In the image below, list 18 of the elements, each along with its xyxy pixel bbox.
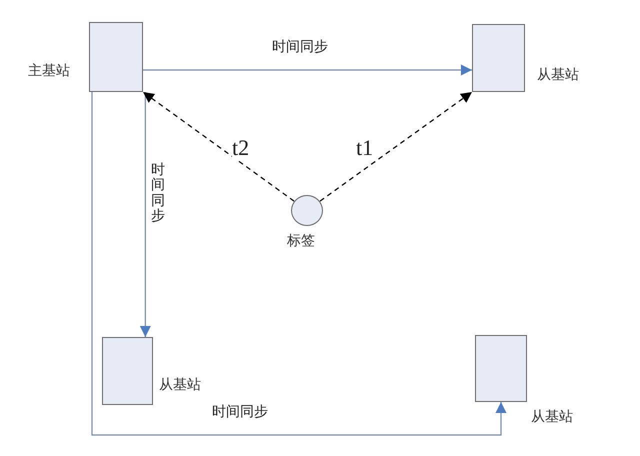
- node-caption: 标签: [287, 232, 315, 250]
- arrow: [143, 64, 472, 76]
- node-caption: 从基站: [537, 66, 579, 84]
- station-box: [472, 24, 525, 92]
- edge-label: 时间同步: [272, 40, 328, 56]
- node-caption: 从基站: [159, 376, 201, 394]
- node-caption: 从基站: [531, 408, 573, 426]
- edge-label: 时间同步: [212, 405, 268, 420]
- station-box: [102, 337, 153, 405]
- arrow: [140, 92, 151, 337]
- station-box: [89, 22, 143, 92]
- arrow: [91, 92, 506, 436]
- arrow: [320, 92, 472, 202]
- edge-label: 时间同步: [151, 163, 165, 225]
- station-box: [475, 335, 527, 402]
- node-caption: 主基站: [28, 62, 70, 80]
- tag-circle: [291, 195, 323, 226]
- arrow: [142, 92, 294, 202]
